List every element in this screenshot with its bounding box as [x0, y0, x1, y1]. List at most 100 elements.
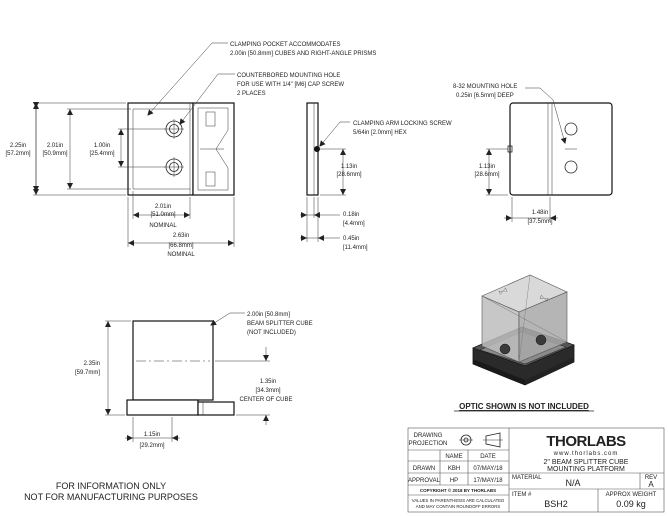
approval-date: 17/MAY/18	[473, 478, 503, 484]
dim-hole-spacing: 1.00in [25.4mm]	[89, 143, 114, 157]
svg-text:2.01in: 2.01in	[47, 143, 63, 149]
svg-text:COUNTERBORED MOUNTING HOLE: COUNTERBORED MOUNTING HOLE	[237, 73, 340, 79]
svg-text:[29.2mm]: [29.2mm]	[139, 443, 164, 449]
projection-symbol-icon	[459, 432, 503, 448]
svg-text:[28.6mm]: [28.6mm]	[336, 172, 361, 178]
approval-name: HP	[450, 478, 458, 484]
isometric-view: ▷◁ ▷◁	[472, 274, 575, 386]
svg-text:PROJECTION: PROJECTION	[409, 441, 448, 447]
svg-text:1.00in: 1.00in	[94, 143, 110, 149]
projection-label: DRAWING PROJECTION	[409, 433, 448, 447]
svg-text:1.13in: 1.13in	[341, 164, 357, 170]
back-profile	[509, 102, 613, 196]
svg-text:0.25in [6.5mm] DEEP: 0.25in [6.5mm] DEEP	[456, 93, 514, 99]
callout-locking-screw: CLAMPING ARM LOCKING SCREW 5/64in [2.0mm…	[353, 121, 452, 136]
svg-text:1.15in: 1.15in	[144, 432, 160, 438]
svg-text:BEAM SPLITTER CUBE: BEAM SPLITTER CUBE	[247, 321, 313, 327]
dim-total-width: 2.63in [66.8mm] NOMINAL	[167, 233, 195, 258]
dim-pocket-width: 2.01in [51.0mm] NOMINAL	[149, 204, 177, 229]
callout-8-32-hole: 8-32 MOUNTING HOLE 0.25in [6.5mm] DEEP	[453, 84, 517, 99]
svg-text:NOMINAL: NOMINAL	[167, 252, 195, 258]
dim-height-total: 2.25in [57.2mm]	[5, 143, 30, 157]
item-label: ITEM #	[512, 492, 532, 498]
back-hole-top	[564, 122, 578, 136]
svg-text:CLAMPING POCKET ACCOMMODATES: CLAMPING POCKET ACCOMMODATES	[230, 42, 340, 48]
values-note-line1: VALUES IN PARENTHESIS ARE CALCULATED	[412, 498, 504, 503]
svg-text:1.35in: 1.35in	[260, 379, 276, 385]
svg-text:[51.0mm]: [51.0mm]	[150, 212, 175, 218]
weight-label: APPROX WEIGHT	[606, 492, 657, 498]
svg-text:2.01in: 2.01in	[155, 204, 171, 210]
svg-text:2.25in: 2.25in	[10, 143, 26, 149]
callout-counterbored-hole: COUNTERBORED MOUNTING HOLE FOR USE WITH …	[237, 73, 344, 97]
svg-text:[57.2mm]: [57.2mm]	[5, 151, 30, 157]
svg-text:2 PLACES: 2 PLACES	[237, 91, 266, 97]
svg-text:(NOT INCLUDED): (NOT INCLUDED)	[247, 330, 296, 336]
dim-back-width: 1.48in [37.5mm]	[527, 210, 552, 225]
svg-text:0.45in: 0.45in	[343, 236, 359, 242]
svg-text:2.35in: 2.35in	[84, 361, 100, 367]
svg-text:8-32 MOUNTING HOLE: 8-32 MOUNTING HOLE	[453, 84, 517, 90]
platform-body	[127, 102, 194, 196]
svg-text:1.13in: 1.13in	[479, 164, 495, 170]
dim-front-height: 2.35in [59.7mm]	[75, 361, 100, 376]
dim-side-height: 1.13in [28.6mm]	[336, 164, 361, 178]
material-label: MATERIAL	[512, 475, 542, 481]
col-date: DATE	[480, 454, 496, 460]
svg-text:FOR USE WITH 1/4" [M6] CAP SCR: FOR USE WITH 1/4" [M6] CAP SCREW	[237, 82, 344, 88]
svg-text:5/64in [2.0mm] HEX: 5/64in [2.0mm] HEX	[353, 130, 407, 136]
item-value: BSH2	[544, 499, 568, 509]
beam-splitter-cube	[132, 320, 214, 401]
rev-value: A	[648, 480, 654, 489]
material-value: N/A	[565, 478, 580, 488]
svg-text:[37.5mm]: [37.5mm]	[527, 219, 552, 225]
back-view: 8-32 MOUNTING HOLE 0.25in [6.5mm] DEEP 1…	[453, 84, 613, 225]
disclaimer: FOR INFORMATION ONLY NOT FOR MANUFACTURI…	[24, 481, 198, 502]
values-note-line2: AND MAY CONTAIN ROUNDOFF ERRORS	[416, 504, 501, 509]
title-block: DRAWING PROJECTION THORLABS www.thorlabs…	[407, 427, 665, 513]
svg-text:2.63in: 2.63in	[173, 233, 189, 239]
col-name: NAME	[445, 454, 462, 460]
svg-text:DRAWING: DRAWING	[414, 433, 443, 439]
svg-text:CLAMPING ARM LOCKING SCREW: CLAMPING ARM LOCKING SCREW	[353, 121, 452, 127]
front-view: 2.00in [50.8mm] BEAM SPLITTER CUBE (NOT …	[75, 312, 313, 449]
drawing-title-line1: 2" BEAM SPLITTER CUBE	[544, 459, 629, 466]
drawn-name: KBH	[448, 466, 460, 472]
website: www.thorlabs.com	[553, 451, 619, 457]
approval-label: APPROVAL	[408, 478, 441, 484]
drawn-label: DRAWN	[413, 466, 435, 472]
svg-text:2.00in [50.8mm] CUBES AND RIGH: 2.00in [50.8mm] CUBES AND RIGHT-ANGLE PR…	[230, 51, 376, 57]
svg-text:[34.3mm]: [34.3mm]	[255, 388, 280, 394]
svg-text:2.00in [50.8mm]: 2.00in [50.8mm]	[247, 312, 290, 318]
svg-text:FOR INFORMATION ONLY: FOR INFORMATION ONLY	[56, 481, 166, 491]
front-clamp	[197, 401, 235, 416]
rev-label: REV	[645, 475, 657, 481]
callout-beam-splitter: 2.00in [50.8mm] BEAM SPLITTER CUBE (NOT …	[247, 312, 313, 336]
svg-text:▷◁: ▷◁	[498, 287, 508, 296]
svg-text:1.48in: 1.48in	[532, 210, 548, 216]
top-view: CLAMPING POCKET ACCOMMODATES 2.00in [50.…	[5, 42, 376, 258]
locking-screw	[314, 146, 320, 152]
drawn-date: 07/MAY/18	[473, 466, 503, 472]
dim-height-pocket: 2.01in [50.9mm]	[42, 143, 67, 157]
dim-side-thick: 0.45in [11.4mm]	[343, 236, 368, 251]
optic-not-included-note: OPTIC SHOWN IS NOT INCLUDED	[459, 402, 589, 411]
svg-text:[11.4mm]: [11.4mm]	[343, 245, 368, 251]
back-hole-bottom	[564, 160, 578, 174]
side-view: CLAMPING ARM LOCKING SCREW 5/64in [2.0mm…	[300, 102, 452, 251]
svg-text:[50.9mm]: [50.9mm]	[42, 151, 67, 157]
svg-text:[59.7mm]: [59.7mm]	[75, 370, 100, 376]
dim-front-width: 1.15in [29.2mm]	[139, 432, 164, 449]
front-base	[126, 399, 199, 416]
svg-text:[66.8mm]: [66.8mm]	[168, 243, 193, 249]
drawing-title-line2: MOUNTING PLATFORM	[547, 466, 625, 473]
dim-center-of-cube: 1.35in [34.3mm] CENTER OF CUBE	[239, 379, 292, 403]
svg-text:CENTER OF CUBE: CENTER OF CUBE	[239, 397, 292, 403]
dim-side-thin: 0.18in [4.4mm]	[343, 212, 365, 227]
callout-clamping-pocket: CLAMPING POCKET ACCOMMODATES 2.00in [50.…	[230, 42, 376, 57]
svg-text:▷◁: ▷◁	[539, 294, 549, 303]
svg-text:[28.6mm]: [28.6mm]	[474, 172, 499, 178]
svg-text:0.18in: 0.18in	[343, 212, 359, 218]
dim-back-height: 1.13in [28.6mm]	[474, 164, 499, 178]
